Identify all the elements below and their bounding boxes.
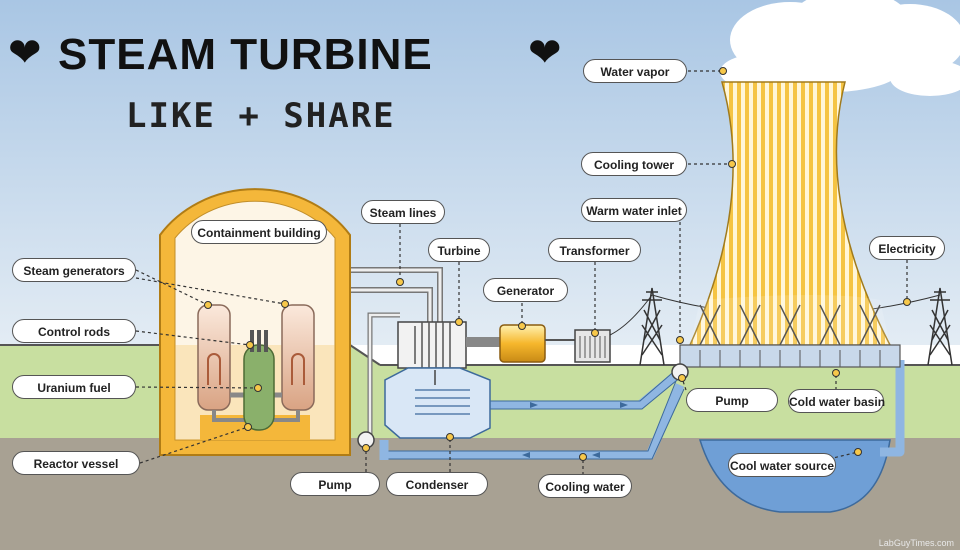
label-electricity: Electricity [869, 236, 945, 260]
label-condenser: Condenser [386, 472, 488, 496]
label-pump-right: Pump [686, 388, 778, 412]
transmission-tower-left [639, 287, 665, 366]
label-uranium-fuel: Uranium fuel [12, 375, 136, 399]
label-warm-water-inlet: Warm water inlet [581, 198, 687, 222]
steam-generator-left [197, 304, 231, 411]
label-water-vapor: Water vapor [583, 59, 687, 83]
subtitle: LIKE + SHARE [126, 96, 396, 136]
steam-cloud [720, 0, 960, 96]
label-cool-water-source: Cool water source [728, 453, 836, 477]
label-cold-water-basin: Cold water basin [788, 389, 885, 413]
heart-icon-right: ❤ [528, 30, 562, 76]
label-generator: Generator [483, 278, 568, 302]
heart-icon-left: ❤ [8, 30, 42, 76]
label-turbine: Turbine [428, 238, 490, 262]
cooling-tower [679, 81, 901, 368]
label-steam-lines: Steam lines [361, 200, 445, 224]
label-containment-building: Containment building [191, 220, 327, 244]
label-steam-generators: Steam generators [12, 258, 136, 282]
transmission-tower-right [927, 287, 953, 366]
label-reactor-vessel: Reactor vessel [12, 451, 140, 475]
generator [499, 324, 575, 363]
label-pump-left: Pump [290, 472, 380, 496]
turbine [397, 321, 500, 369]
label-cooling-tower: Cooling tower [581, 152, 687, 176]
title: STEAM TURBINE [58, 30, 433, 79]
label-transformer: Transformer [548, 238, 641, 262]
label-cooling-water: Cooling water [538, 474, 632, 498]
credit-text: LabGuyTimes.com [878, 538, 954, 548]
steam-generator-right [281, 304, 315, 411]
cooling-water-pipes [384, 360, 905, 460]
label-control-rods: Control rods [12, 319, 136, 343]
condenser [384, 367, 491, 439]
leader-dots [204, 67, 911, 461]
